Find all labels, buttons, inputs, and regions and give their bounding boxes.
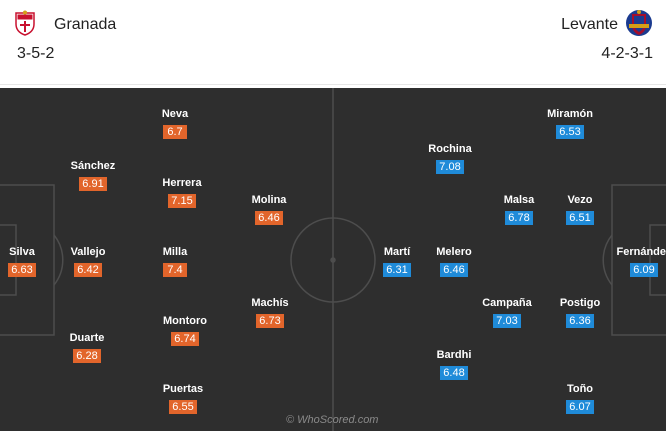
home-player[interactable]: Machís 6.73 <box>240 297 300 329</box>
player-rating: 6.91 <box>79 177 107 191</box>
player-rating: 6.63 <box>8 263 36 277</box>
home-player[interactable]: Herrera 7.15 <box>152 177 212 209</box>
pitch: Silva 6.63 Sánchez 6.91 Vallejo 6.42 Dua… <box>0 88 666 431</box>
home-team-name: Granada <box>54 16 117 33</box>
player-rating: 6.48 <box>440 366 468 380</box>
away-player[interactable]: Martí 6.31 <box>367 246 427 278</box>
home-player[interactable]: Milla 7.4 <box>145 246 205 278</box>
player-rating: 6.46 <box>440 263 468 277</box>
player-rating: 6.55 <box>169 400 197 414</box>
away-player[interactable]: Postigo 6.36 <box>550 297 610 329</box>
home-player[interactable]: Molina 6.46 <box>239 194 299 226</box>
player-rating: 7.08 <box>436 160 464 174</box>
player-name: Montoro <box>163 315 207 327</box>
player-rating: 7.15 <box>168 194 196 208</box>
player-name: Martí <box>383 246 411 258</box>
player-rating: 6.42 <box>74 263 102 277</box>
player-name: Toño <box>566 383 594 395</box>
home-player[interactable]: Neva 6.7 <box>145 108 205 140</box>
levante-crest-icon <box>626 10 652 36</box>
home-player[interactable]: Silva 6.63 <box>0 246 52 278</box>
player-rating: 6.09 <box>630 263 658 277</box>
player-rating: 6.7 <box>163 125 187 139</box>
home-player[interactable]: Puertas 6.55 <box>153 383 213 415</box>
away-player[interactable]: Fernández 6.09 <box>614 246 666 278</box>
player-rating: 6.46 <box>255 211 283 225</box>
away-player[interactable]: Melero 6.46 <box>424 246 484 278</box>
player-name: Rochina <box>428 143 472 155</box>
home-formation: 3-5-2 <box>17 45 55 62</box>
player-rating: 6.74 <box>171 332 199 346</box>
pitch-markings <box>0 88 666 431</box>
player-name: Vallejo <box>70 246 106 258</box>
player-name: Campaña <box>482 297 532 309</box>
away-player[interactable]: Rochina 7.08 <box>420 143 480 175</box>
player-rating: 7.03 <box>493 314 521 328</box>
player-rating: 6.07 <box>566 400 594 414</box>
player-name: Sánchez <box>70 160 116 172</box>
player-name: Miramón <box>547 108 593 120</box>
match-header: Granada 3-5-2 Levante 4-2-3-1 <box>0 0 666 85</box>
player-name: Milla <box>162 246 188 258</box>
player-name: Bardhi <box>436 349 472 361</box>
player-rating: 6.78 <box>505 211 533 225</box>
player-rating: 6.28 <box>73 349 101 363</box>
player-name: Machís <box>251 297 289 309</box>
player-name: Duarte <box>69 332 105 344</box>
player-name: Herrera <box>162 177 202 189</box>
watermark: © WhoScored.com <box>286 414 379 426</box>
away-player[interactable]: Campaña 7.03 <box>477 297 537 329</box>
away-formation: 4-2-3-1 <box>601 45 653 62</box>
away-team-name: Levante <box>561 16 618 33</box>
away-player[interactable]: Vezo 6.51 <box>550 194 610 226</box>
home-player[interactable]: Sánchez 6.91 <box>63 160 123 192</box>
player-rating: 6.51 <box>566 211 594 225</box>
player-rating: 6.53 <box>556 125 584 139</box>
player-rating: 6.36 <box>566 314 594 328</box>
player-name: Postigo <box>559 297 601 309</box>
away-player[interactable]: Miramón 6.53 <box>540 108 600 140</box>
away-player[interactable]: Malsa 6.78 <box>489 194 549 226</box>
home-player[interactable]: Montoro 6.74 <box>155 315 215 347</box>
player-name: Vezo <box>567 194 593 206</box>
player-rating: 6.31 <box>383 263 411 277</box>
player-name: Silva <box>9 246 35 258</box>
granada-crest-icon <box>15 10 35 36</box>
player-name: Malsa <box>503 194 535 206</box>
player-name: Fernández <box>616 246 666 258</box>
home-player[interactable]: Duarte 6.28 <box>57 332 117 364</box>
player-name: Neva <box>161 108 189 120</box>
away-player[interactable]: Toño 6.07 <box>550 383 610 415</box>
player-name: Melero <box>436 246 472 258</box>
player-name: Molina <box>251 194 287 206</box>
player-rating: 6.73 <box>256 314 284 328</box>
player-rating: 7.4 <box>163 263 187 277</box>
player-name: Puertas <box>162 383 204 395</box>
away-player[interactable]: Bardhi 6.48 <box>424 349 484 381</box>
home-player[interactable]: Vallejo 6.42 <box>58 246 118 278</box>
